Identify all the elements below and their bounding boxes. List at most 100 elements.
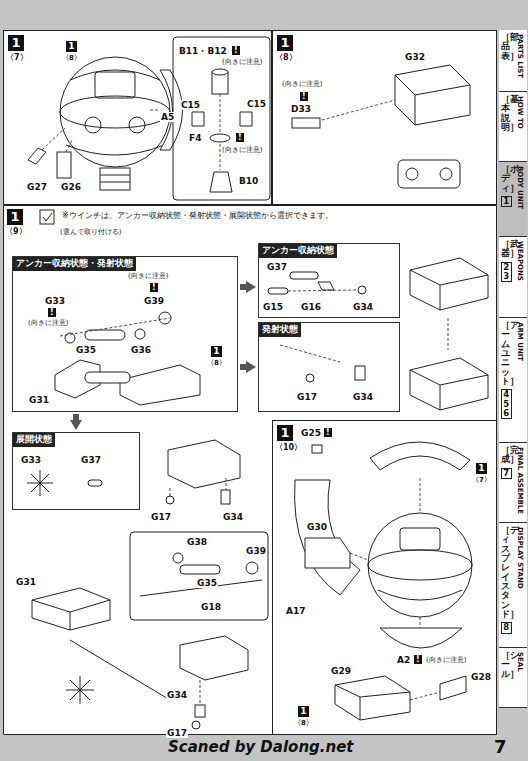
part-callout: D33 — [290, 104, 312, 114]
step-number: 1 — [66, 41, 77, 52]
body-assembly — [295, 442, 472, 720]
spread-anchor — [130, 532, 268, 620]
body-sphere — [60, 57, 170, 167]
winch-part — [448, 318, 449, 350]
part-callout: G31 — [28, 395, 50, 405]
section-tab: ［シール］SEAL — [499, 648, 527, 708]
section-english: ARM UNIT — [516, 322, 524, 361]
part-callout: F4 — [188, 133, 202, 143]
part-callout: G33 — [44, 296, 66, 306]
state-box: 展開状態 — [12, 432, 140, 510]
body-assembly — [368, 550, 472, 580]
part-callout: G16 — [300, 302, 322, 312]
part-callout: C15 — [180, 100, 201, 110]
caution-mark: ! — [300, 92, 308, 101]
section-title: ［武器］ — [501, 240, 510, 259]
part-callout: G34 — [352, 302, 374, 312]
section-tab: ［ディスプレイスタンド］8DISPLAY STAND — [499, 523, 527, 648]
part-callout: G35 — [196, 578, 218, 588]
inset-frame — [173, 37, 270, 200]
body-assembly — [335, 685, 410, 720]
caution-note: (向きに注意) — [282, 80, 322, 88]
part-callout: G29 — [330, 666, 352, 676]
choice-icon — [43, 213, 52, 221]
spread-anchor — [88, 480, 102, 486]
part-callout: G35 — [75, 345, 97, 355]
part-callout: G15 — [262, 302, 284, 312]
panel-outline — [3, 205, 497, 735]
state-heading: アンカー収納状態・発射状態 — [13, 257, 136, 271]
inset-frame — [220, 94, 221, 170]
spread-anchor — [192, 721, 200, 729]
body-sphere — [60, 57, 170, 190]
inset-frame — [173, 37, 270, 200]
winch-part — [410, 258, 488, 310]
body-sphere — [129, 117, 145, 133]
armor-part — [66, 140, 72, 152]
step-reference: 1〈7〉 — [471, 463, 492, 487]
body-sphere — [85, 117, 101, 133]
spread-anchor — [166, 496, 174, 504]
body-assembly — [400, 528, 440, 550]
bracket-part — [395, 65, 470, 125]
section-tab: ［ボディ］1BODY UNIT — [499, 162, 527, 237]
step-sub-number: 〈7〉 — [6, 52, 28, 63]
panel-ground — [499, 30, 527, 708]
step-reference: 1〈8〉 — [293, 706, 314, 730]
section-title: ［基本説明］ — [501, 95, 510, 132]
spread-anchor — [180, 565, 220, 574]
section-number: 1 — [501, 196, 512, 207]
spread-anchor — [27, 470, 53, 496]
winch-part — [410, 270, 488, 310]
section-title: ［ボディ］ — [501, 165, 510, 193]
inset-frame — [212, 69, 228, 75]
panel-ground — [3, 30, 527, 735]
step-sub-number: 〈10〉 — [275, 442, 302, 453]
instruction-note: ※ウインチは、アンカー収納状態・発射状態・展開状態から選択できます。 — [62, 211, 333, 220]
step-number: 1 — [7, 209, 23, 225]
body-assembly — [420, 478, 421, 512]
winch-part — [85, 372, 130, 383]
panel-outline — [4, 206, 497, 735]
spread-anchor — [27, 440, 268, 729]
watermark: Scaned by Dalong.net — [168, 739, 354, 756]
choice-icon — [40, 210, 54, 224]
inset-frame — [192, 112, 204, 126]
winch-part — [410, 370, 488, 410]
armor-part — [150, 110, 160, 111]
part-callout: G17 — [166, 728, 188, 738]
section-english: WEAPONS — [516, 241, 524, 281]
caution-note: (向きに注意) — [222, 58, 262, 66]
part-callout: G27 — [26, 182, 48, 192]
section-english: SEAL — [516, 652, 524, 672]
step-sub-number: 〈7〉 — [472, 475, 491, 485]
part-callout: G39 — [143, 296, 165, 306]
winch-part — [120, 365, 200, 405]
section-title: ［ディスプレイスタンド］ — [501, 526, 510, 619]
body-assembly — [420, 617, 421, 628]
part-callout: G30 — [306, 522, 328, 532]
body-assembly — [295, 480, 360, 595]
spread-anchor — [180, 636, 248, 680]
flow-arrow — [240, 364, 248, 370]
section-number: 8 — [501, 622, 512, 633]
section-title: ［部品表］ — [501, 33, 510, 61]
part-callout: A5 — [160, 112, 175, 122]
body-assembly — [378, 590, 462, 600]
part-callout: C15 — [246, 99, 267, 109]
caution-mark: ! — [236, 133, 244, 142]
spread-anchor — [173, 553, 183, 563]
body-sphere — [66, 70, 164, 155]
winch-part — [318, 282, 334, 290]
bracket-part — [440, 168, 452, 180]
section-english: HOW TO — [516, 96, 524, 129]
body-assembly — [312, 445, 322, 453]
spread-anchor — [221, 490, 230, 504]
caution-note: (向きに注意) — [128, 272, 168, 280]
part-callout: G34 — [352, 392, 374, 402]
part-callout: G28 — [470, 672, 492, 682]
choice-icon — [40, 210, 54, 224]
flow-arrow — [240, 284, 248, 290]
